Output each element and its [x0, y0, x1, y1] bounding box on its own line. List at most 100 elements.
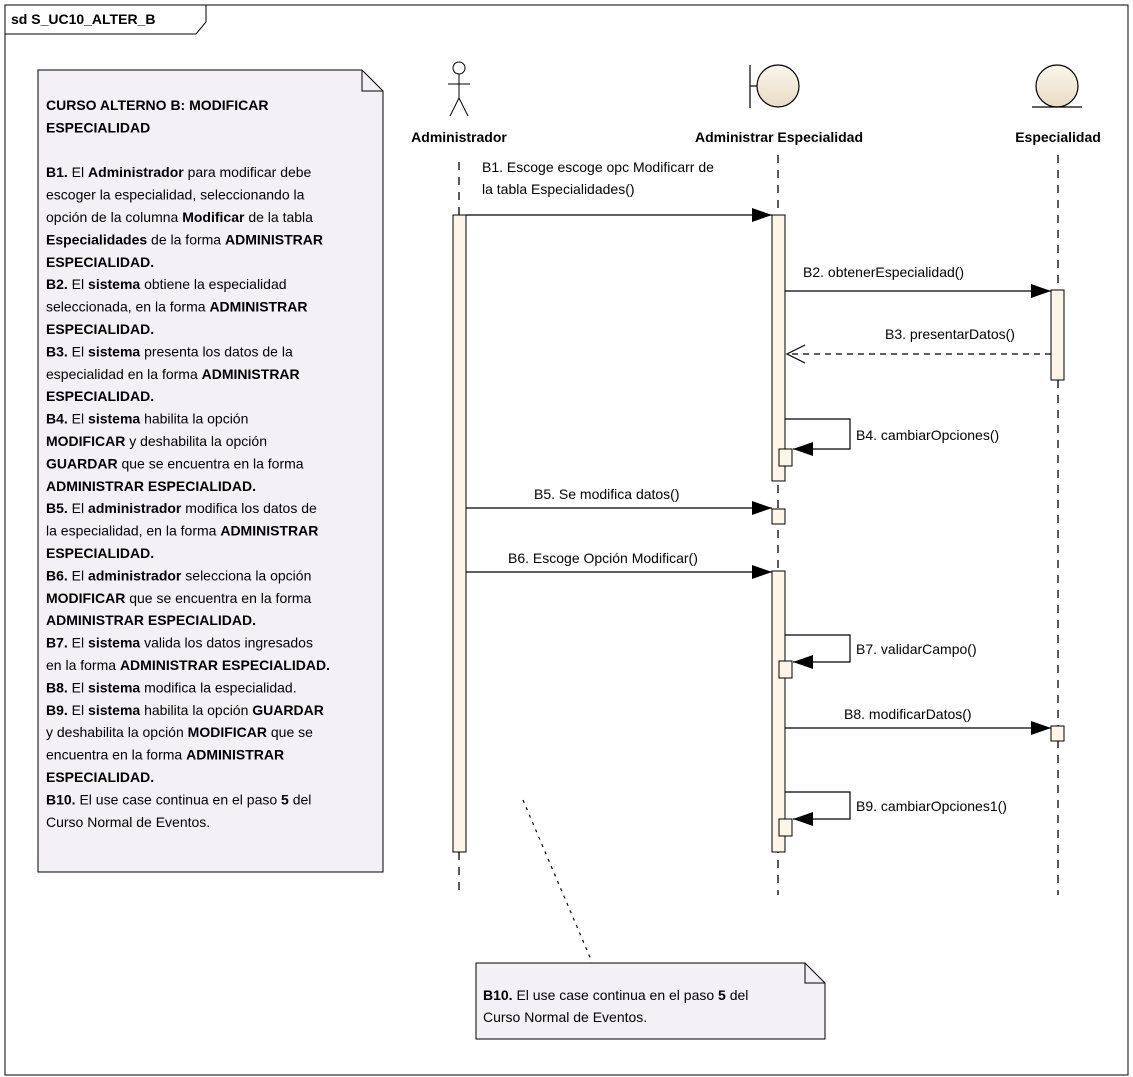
boundary-icon [749, 64, 800, 108]
note-line: B8. El sistema modifica la especialidad. [46, 679, 297, 695]
note-run: B2. [46, 276, 68, 292]
note-run: ADMINISTRAR ESPECIALIDAD. [46, 612, 256, 628]
note-run: sistema [88, 702, 140, 718]
note-line: B6. El administrador selecciona la opció… [46, 567, 311, 583]
note-run: Curso Normal de Eventos. [46, 814, 210, 830]
note-run: El [68, 276, 88, 292]
note-run: CURSO ALTERNO B: MODIFICAR [46, 97, 268, 113]
note-run: modifica los datos de [181, 500, 317, 516]
note-main-text: CURSO ALTERNO B: MODIFICARESPECIALIDADB1… [46, 97, 330, 830]
lifeline-entity: Especialidad [1015, 64, 1101, 895]
note-line: B5. El administrador modifica los datos … [46, 500, 317, 516]
note-run: El [68, 635, 88, 651]
note-run: sistema [88, 343, 140, 359]
message-b9: B9. cambiarOpciones1() [785, 791, 1007, 826]
note-run: ESPECIALIDAD. [46, 545, 154, 561]
note-line: Especialidades de la forma ADMINISTRAR [46, 231, 323, 247]
note-run: Especialidades [46, 231, 147, 247]
note-run: modifica la especialidad. [140, 679, 296, 695]
note-bottom: B10. El use case continua en el paso 5 d… [475, 962, 826, 1040]
message-b6: B6. Escoge Opción Modificar() [466, 550, 772, 579]
message-b5: B5. Se modifica datos() [466, 486, 772, 515]
activation-boundary-self-b7 [778, 660, 793, 679]
message-label-b9: B9. cambiarOpciones1() [856, 798, 1007, 814]
note-run: obtiene la especialidad [140, 276, 286, 292]
message-b4: B4. cambiarOpciones() [785, 418, 999, 456]
note-run: MODIFICAR [46, 590, 125, 606]
activation-boundary-b5 [771, 508, 786, 525]
note-run: ADMINISTRAR [220, 523, 318, 539]
note-line: GUARDAR que se encuentra en la forma [46, 455, 304, 471]
message-label-b5: B5. Se modifica datos() [534, 486, 680, 502]
note-run: El [68, 679, 88, 695]
entity-icon [1032, 64, 1082, 108]
note-run: selecciona la opción [181, 567, 311, 583]
note-run: en la forma [46, 657, 120, 673]
note-run: B5. [46, 500, 68, 516]
message-label-b1-line2: la tabla Especialidades() [482, 181, 635, 197]
note-run: ESPECIALIDAD. [46, 321, 154, 337]
note-line: ESPECIALIDAD. [46, 321, 154, 337]
note-run: MODIFICAR [46, 433, 125, 449]
note-run: ESPECIALIDAD. [46, 388, 154, 404]
note-run: administrador [88, 567, 182, 583]
note-line: B7. El sistema valida los datos ingresad… [46, 635, 313, 651]
message-label-b2: B2. obtenerEspecialidad() [803, 264, 964, 280]
lifeline-name-entity: Especialidad [1015, 129, 1101, 145]
note-run: B10. [46, 791, 76, 807]
note-run: El [68, 567, 88, 583]
note-line: MODIFICAR que se encuentra en la forma [46, 590, 312, 606]
note-line: B1. El Administrador para modificar debe [46, 164, 312, 180]
note-run: El [68, 702, 88, 718]
note-run: que se encuentra en la forma [125, 590, 311, 606]
note-run: presenta los datos de la [140, 343, 293, 359]
note-run: B4. [46, 411, 68, 427]
note-run: para modificar debe [184, 164, 312, 180]
note-run: de la tabla [244, 209, 313, 225]
note-line: opción de la columna Modificar de la tab… [46, 209, 313, 225]
note-line: CURSO ALTERNO B: MODIFICAR [46, 97, 268, 113]
note-bottom-text: B10. El use case continua en el paso 5 d… [483, 987, 748, 1025]
note-line: Curso Normal de Eventos. [46, 814, 210, 830]
note-run: seleccionada, en la forma [46, 299, 209, 315]
note-run: sistema [88, 635, 140, 651]
note-run: ADMINISTRAR [186, 747, 284, 763]
note-line: ADMINISTRAR ESPECIALIDAD. [46, 478, 256, 494]
note-run: escoger la especialidad, seleccionando l… [46, 187, 305, 203]
note-line: la especialidad, en la forma ADMINISTRAR [46, 523, 318, 539]
frame-title: sd S_UC10_ALTER_B [11, 11, 155, 27]
actor-icon [448, 61, 470, 117]
message-label-b1-line1: B1. Escoge escoge opc Modificarr de [482, 159, 714, 175]
note-line: B10. El use case continua en el paso 5 d… [46, 791, 311, 807]
activation-boundary-2 [771, 570, 786, 853]
note-run: encuentra en la forma [46, 747, 186, 763]
note-line: ESPECIALIDAD. [46, 769, 154, 785]
activation-entity-1 [1050, 289, 1065, 381]
note-line: B2. El sistema obtiene la especialidad [46, 276, 287, 292]
note-run: de la forma [147, 231, 225, 247]
note-run: y deshabilita la opción [46, 724, 188, 740]
activation-bars [452, 214, 1065, 853]
note-run: opción de la columna [46, 209, 182, 225]
note-line: B4. El sistema habilita la opción [46, 411, 248, 427]
note-run: B3. [46, 343, 68, 359]
note-anchor-line [522, 799, 593, 963]
note-run: El [68, 164, 88, 180]
message-label-b8: B8. modificarDatos() [844, 706, 972, 722]
activation-entity-b8 [1050, 725, 1065, 742]
note-run: B6. [46, 567, 68, 583]
note-run: que se [267, 724, 313, 740]
activation-boundary-self-b9 [778, 818, 793, 837]
note-run: valida los datos ingresados [140, 635, 313, 651]
note-run: El [68, 500, 88, 516]
message-label-b7: B7. validarCampo() [856, 641, 977, 657]
note-run: GUARDAR [252, 702, 324, 718]
note-run: 5 [718, 987, 726, 1003]
note-run: la especialidad, en la forma [46, 523, 220, 539]
note-line: encuentra en la forma ADMINISTRAR [46, 747, 284, 763]
note-run: Curso Normal de Eventos. [483, 1009, 647, 1025]
note-line: especialidad en la forma ADMINISTRAR [46, 366, 300, 382]
note-line: B10. El use case continua en el paso 5 d… [483, 987, 748, 1003]
message-b3: B3. presentarDatos() [785, 326, 1051, 364]
note-line: ESPECIALIDAD. [46, 254, 154, 270]
